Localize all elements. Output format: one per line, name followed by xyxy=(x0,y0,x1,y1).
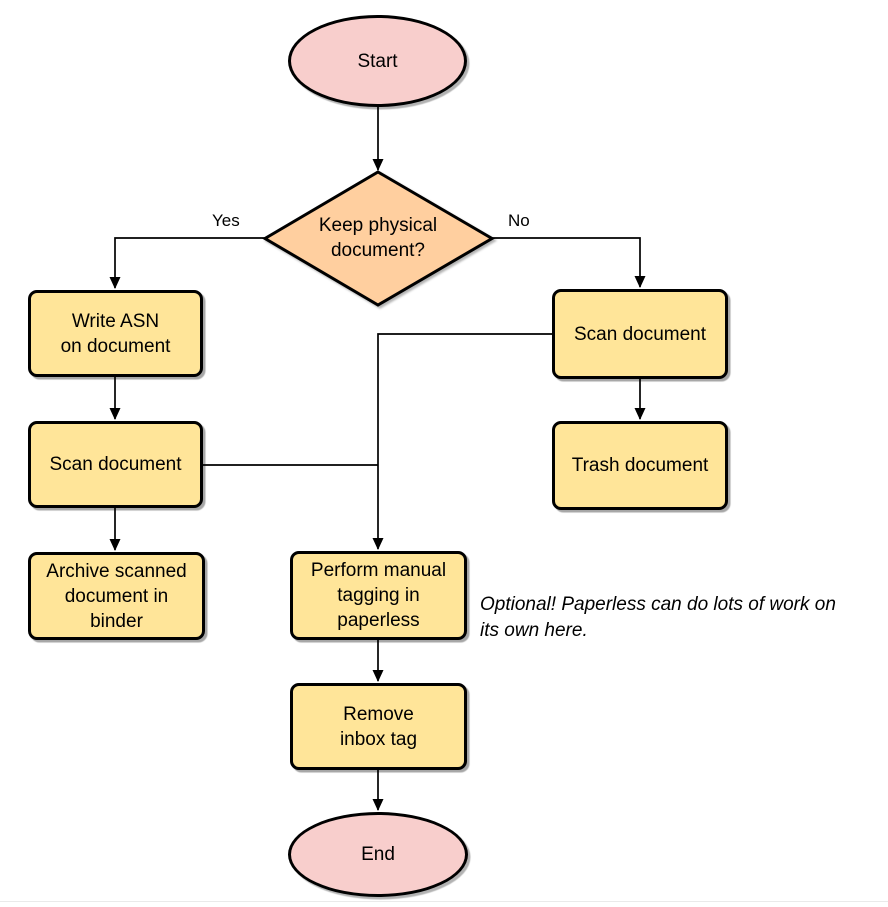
bottom-divider xyxy=(0,901,888,902)
node-archive-scanned-document: Archive scanned document in binder xyxy=(28,552,205,640)
node-scan-document-left: Scan document xyxy=(28,421,203,508)
node-trash-document: Trash document xyxy=(552,421,728,510)
node-decision: Keep physical document? xyxy=(276,207,480,269)
node-decision-label: Keep physical document? xyxy=(318,215,438,261)
edge-label-yes: Yes xyxy=(212,211,240,230)
optional-note: Optional! Paperless can do lots of work … xyxy=(480,594,836,641)
decision-diamond-shape xyxy=(262,170,495,307)
edge-label-no: No xyxy=(508,211,530,230)
node-end-label: End xyxy=(361,844,395,865)
edge-scan-right-to-tagging xyxy=(372,333,552,550)
node-trash-document-label: Trash document xyxy=(571,455,709,476)
node-scan-document-left-label: Scan document xyxy=(49,454,182,475)
node-scan-document-right: Scan document xyxy=(552,289,728,379)
node-manual-tagging-label: Perform manual tagging in paperless xyxy=(310,560,447,631)
node-archive-scanned-document-label: Archive scanned document in binder xyxy=(46,560,187,632)
node-scan-document-right-label: Scan document xyxy=(573,323,707,345)
node-remove-inbox-tag: Remove inbox tag xyxy=(290,683,467,770)
node-start-label: Start xyxy=(357,50,398,72)
edge-decision-yes-to-write-asn xyxy=(109,237,265,289)
node-start: Start xyxy=(288,15,467,107)
node-end: End xyxy=(288,812,468,897)
node-remove-inbox-tag-label: Remove inbox tag xyxy=(339,703,418,750)
node-manual-tagging: Perform manual tagging in paperless xyxy=(290,551,467,640)
edge-decision-no-to-scan-right xyxy=(492,237,646,288)
node-write-asn: Write ASN on document xyxy=(28,290,203,377)
node-write-asn-label: Write ASN on document xyxy=(60,310,171,357)
